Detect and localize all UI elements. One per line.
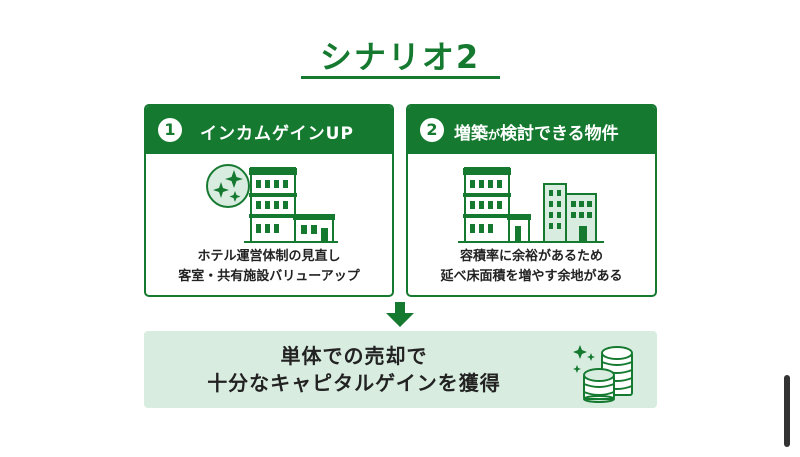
title-underline	[301, 76, 500, 79]
down-arrow-icon	[386, 302, 414, 327]
result-box: 単体での売却で 十分なキャピタルゲインを獲得	[144, 331, 657, 408]
card-heading-particle: が	[488, 128, 501, 142]
card-header: 2 増築が検討できる物件	[408, 106, 655, 154]
coin-stacks-icon	[573, 345, 633, 403]
card-heading-rest: 検討できる物件	[500, 124, 619, 144]
result-line: 十分なキャピタルゲインを獲得	[207, 371, 501, 395]
number-badge: 2	[420, 118, 444, 142]
card-heading: 増築が検討できる物件	[454, 119, 619, 144]
page-title: シナリオ2	[319, 38, 481, 76]
card-description-line: ホテル運営体制の見直し	[197, 249, 341, 264]
result-line: 単体での売却で	[280, 344, 428, 368]
card-header: 1 インカムゲインUP	[146, 106, 392, 154]
card-heading-main: 増築	[454, 124, 488, 144]
scenario-card-income-gain: 1 インカムゲインUP	[144, 104, 394, 297]
result-text: 単体での売却で 十分なキャピタルゲインを獲得	[144, 343, 564, 397]
hotel-building-sparkle-icon	[206, 164, 338, 243]
card-description: ホテル運営体制の見直し 客室・共有施設バリューアップ	[146, 247, 392, 287]
scenario-card-expansion: 2 増築が検討できる物件	[406, 104, 657, 297]
scrollbar[interactable]	[784, 375, 790, 447]
building-expansion-icon	[458, 167, 604, 243]
card-description-line: 客室・共有施設バリューアップ	[178, 269, 360, 284]
card-description-line: 容積率に余裕があるため	[459, 249, 603, 264]
card-description-line: 延べ床面積を増やす余地がある	[440, 269, 623, 284]
number-badge: 1	[158, 118, 182, 142]
card-heading: インカムゲインUP	[200, 124, 354, 144]
card-description: 容積率に余裕があるため 延べ床面積を増やす余地がある	[408, 247, 655, 287]
